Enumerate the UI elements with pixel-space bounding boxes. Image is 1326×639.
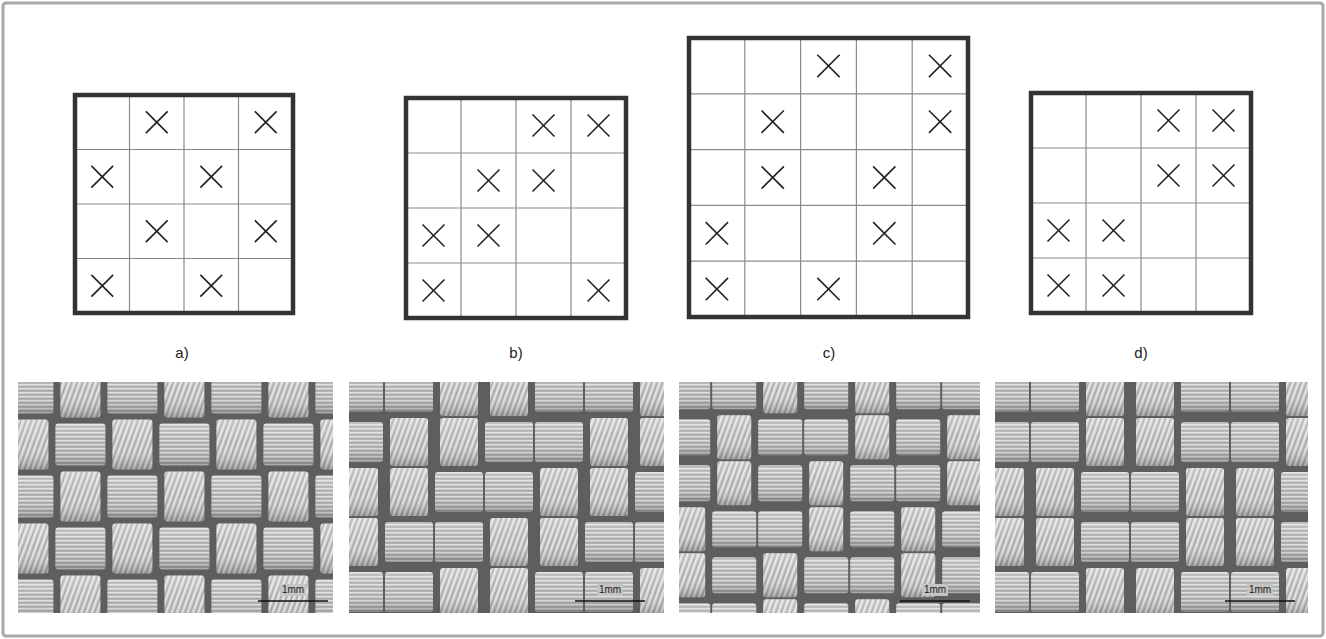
figure-frame — [3, 3, 1323, 636]
grid-line — [689, 93, 968, 94]
cross-mark — [817, 55, 839, 77]
fabric-photo — [18, 382, 333, 613]
grid-line — [744, 38, 745, 317]
grid-line — [1031, 147, 1251, 148]
grid-line — [1031, 257, 1251, 258]
scale-bar — [900, 600, 970, 602]
grid-line — [689, 149, 968, 150]
grid-border — [1031, 93, 1251, 313]
cross-mark — [423, 280, 445, 302]
cross-mark — [762, 166, 784, 188]
cross-mark — [91, 275, 113, 297]
scale-bar — [258, 600, 328, 602]
weave-grid — [406, 98, 626, 318]
cross-mark — [533, 115, 555, 137]
scale-label: 1mm — [280, 584, 306, 596]
cross-mark — [706, 278, 728, 300]
scale-label: 1mm — [597, 584, 623, 596]
cross-mark — [929, 111, 951, 133]
weave-grid — [75, 95, 293, 313]
grid-line — [1031, 202, 1251, 203]
grid-line — [75, 203, 293, 204]
cross-mark — [1048, 275, 1070, 297]
cross-mark — [1158, 165, 1180, 187]
scale-label: 1mm — [1247, 584, 1273, 596]
cross-mark — [146, 220, 168, 242]
cross-mark — [200, 275, 222, 297]
cross-mark — [873, 222, 895, 244]
scale-label: 1mm — [922, 584, 948, 596]
cross-mark — [423, 225, 445, 247]
grid-border — [406, 98, 626, 318]
grid-border — [75, 95, 293, 313]
subfigure-label: a) — [175, 344, 188, 361]
cross-mark — [1213, 110, 1235, 132]
grid-line — [856, 38, 857, 317]
cross-mark — [706, 222, 728, 244]
cross-mark — [762, 111, 784, 133]
scale-bar — [575, 600, 645, 602]
cross-mark — [533, 170, 555, 192]
grid-border — [689, 38, 968, 317]
cross-mark — [200, 166, 222, 188]
grid-line — [912, 38, 913, 317]
grid-line — [800, 38, 801, 317]
grid-line — [406, 207, 626, 208]
cross-mark — [478, 225, 500, 247]
cross-mark — [929, 55, 951, 77]
cross-mark — [255, 111, 277, 133]
subfigure-label: d) — [1134, 344, 1147, 361]
cross-mark — [1213, 165, 1235, 187]
cross-mark — [1048, 220, 1070, 242]
fabric-photo — [995, 382, 1308, 613]
weave-grid — [689, 38, 968, 317]
cross-mark — [1158, 110, 1180, 132]
weave-grid — [1031, 93, 1251, 313]
cross-mark — [146, 111, 168, 133]
cross-mark — [91, 166, 113, 188]
cross-mark — [873, 166, 895, 188]
cross-mark — [1103, 275, 1125, 297]
grid-line — [689, 261, 968, 262]
grid-line — [689, 205, 968, 206]
cross-mark — [255, 220, 277, 242]
fabric-photo — [679, 382, 980, 613]
cross-mark — [1103, 220, 1125, 242]
grid-line — [75, 149, 293, 150]
subfigure-label: b) — [509, 344, 522, 361]
cross-mark — [588, 280, 610, 302]
scale-bar — [1225, 600, 1295, 602]
cross-mark — [817, 278, 839, 300]
subfigure-label: c) — [823, 344, 836, 361]
grid-line — [75, 258, 293, 259]
cross-mark — [478, 170, 500, 192]
grid-line — [406, 262, 626, 263]
fabric-photo — [349, 382, 664, 613]
grid-line — [406, 152, 626, 153]
cross-mark — [588, 115, 610, 137]
